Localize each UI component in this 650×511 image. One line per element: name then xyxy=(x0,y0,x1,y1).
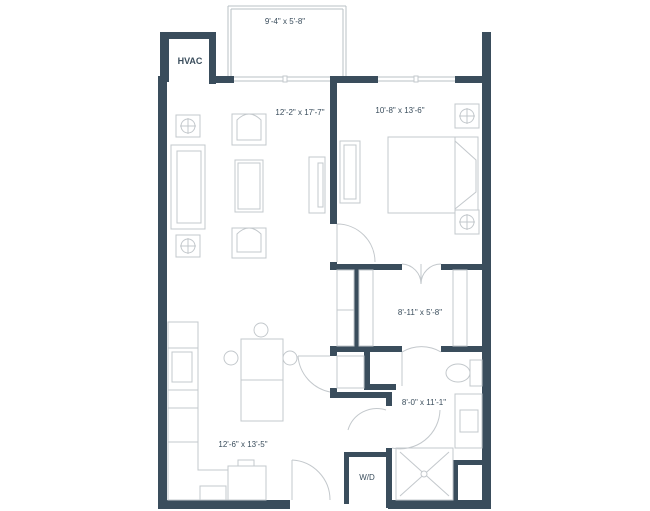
hvac-label: HVAC xyxy=(178,56,203,66)
interior-walls xyxy=(330,76,486,508)
kitchen-furniture xyxy=(167,321,387,501)
bedroom-dimensions: 10'-8" x 13'-6" xyxy=(375,106,424,115)
washer-dryer-label: W/D xyxy=(359,473,375,482)
bedroom-furniture xyxy=(339,103,480,235)
balcony xyxy=(227,5,347,76)
bathroom-furniture xyxy=(391,346,483,501)
balcony-dimensions: 9'-4" x 5'-8" xyxy=(265,17,305,26)
hall-closet xyxy=(297,355,365,393)
living-room-dimensions: 12'-2" x 17'-7" xyxy=(275,108,324,117)
kitchen-dimensions: 12'-6" x 13'-5" xyxy=(218,440,267,449)
exterior-walls xyxy=(158,32,491,509)
bedroom-door xyxy=(336,223,376,263)
living-furniture xyxy=(170,113,326,259)
windows xyxy=(234,75,455,83)
closet-furniture xyxy=(336,263,468,347)
closet-dimensions: 8'-11" x 5'-8" xyxy=(398,308,442,317)
bathroom-dimensions: 8'-0" x 11'-1" xyxy=(402,398,446,407)
